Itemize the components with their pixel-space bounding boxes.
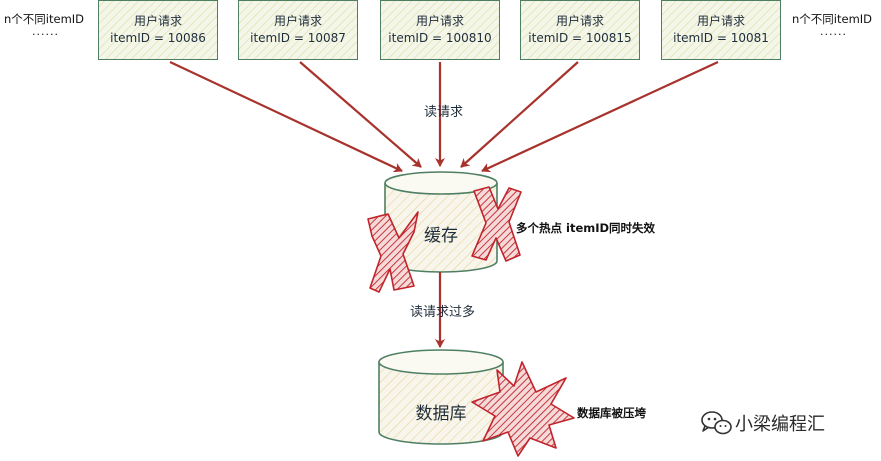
cache-failure-note: 多个热点 itemID同时失效 xyxy=(516,221,656,235)
request-item-id: itemID = 10081 xyxy=(673,31,769,45)
arrow-2 xyxy=(299,61,422,168)
database-crash-note: 数据库被压垮 xyxy=(577,406,646,420)
arrow-1 xyxy=(169,61,403,173)
request-title: 用户请求 xyxy=(696,14,745,28)
request-item-id: itemID = 10086 xyxy=(110,31,206,45)
top-right-ellipsis: ······ xyxy=(820,28,847,41)
arrow-4 xyxy=(460,61,579,168)
top-right-note: n个不同itemID xyxy=(792,12,873,26)
request-title: 用户请求 xyxy=(273,14,322,28)
request-arrows xyxy=(169,61,719,173)
watermark: 小梁编程汇 xyxy=(699,408,825,438)
watermark-text: 小梁编程汇 xyxy=(735,414,825,435)
database-cylinder xyxy=(378,349,504,445)
database-label: 数据库 xyxy=(415,404,467,424)
request-item-id: itemID = 10087 xyxy=(250,31,346,45)
top-left-ellipsis: ······ xyxy=(32,28,59,41)
read-request-label: 读请求 xyxy=(424,105,464,120)
cache-failure-x-left xyxy=(367,211,419,293)
wechat-icon xyxy=(701,411,732,435)
request-title: 用户请求 xyxy=(415,14,464,28)
request-box-2: 用户请求 itemID = 10087 xyxy=(238,0,358,60)
request-title: 用户请求 xyxy=(555,14,604,28)
request-box-1: 用户请求 itemID = 10086 xyxy=(98,0,218,60)
request-item-id: itemID = 100810 xyxy=(388,31,492,45)
read-excess-label: 读请求过多 xyxy=(410,305,476,320)
request-box-4: 用户请求 itemID = 100815 xyxy=(520,0,640,60)
cache-cylinder xyxy=(384,171,498,273)
arrow-5 xyxy=(481,61,719,173)
request-title: 用户请求 xyxy=(133,14,182,28)
request-box-5: 用户请求 itemID = 10081 xyxy=(661,0,781,60)
request-item-id: itemID = 100815 xyxy=(528,31,632,45)
request-box-3: 用户请求 itemID = 100810 xyxy=(380,0,500,60)
cache-label: 缓存 xyxy=(424,226,458,246)
database-crash-starburst xyxy=(471,361,575,457)
cache-failure-x-right xyxy=(471,186,522,262)
top-left-note: n个不同itemID xyxy=(4,12,85,26)
